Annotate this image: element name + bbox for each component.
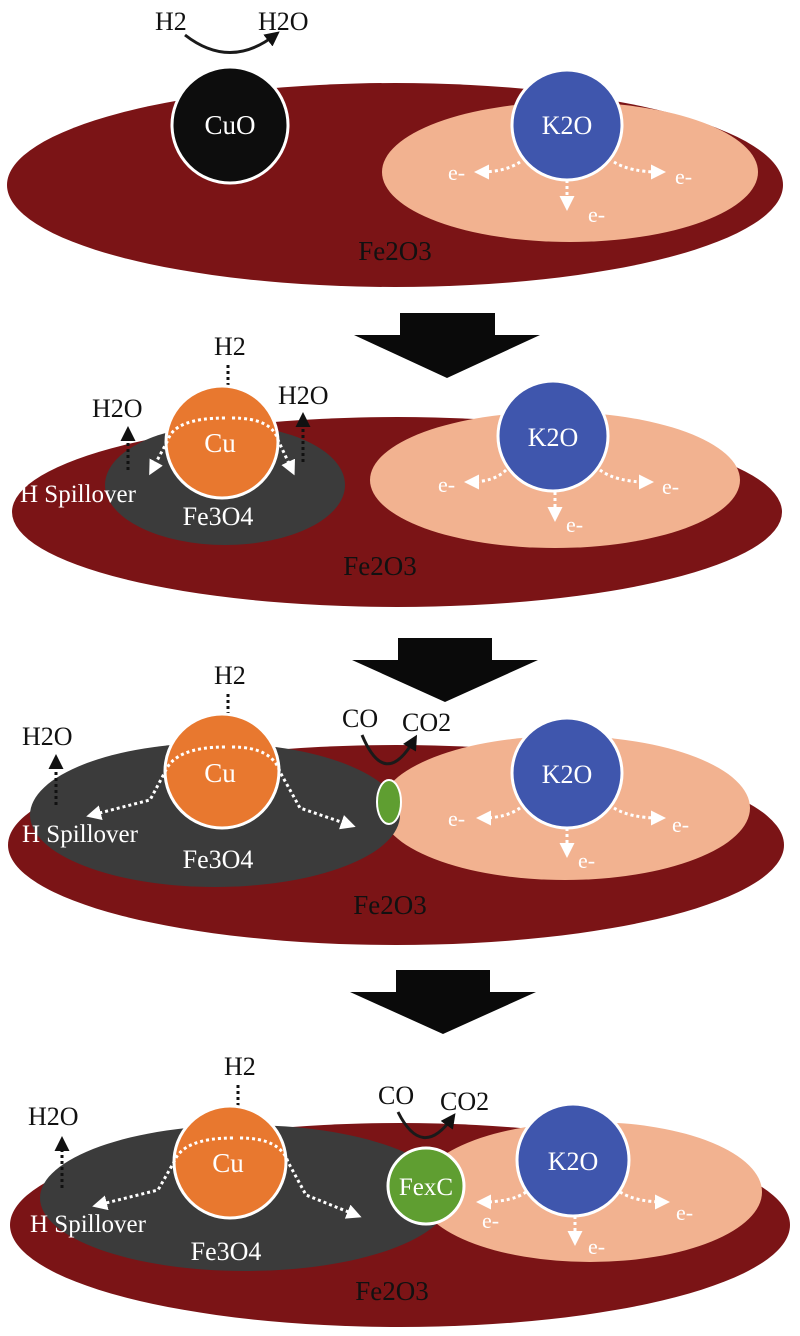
electron-label-right: e-: [676, 1200, 693, 1225]
hydrogen-path-left: [149, 416, 226, 476]
k2o-particle: [496, 379, 610, 493]
electron-label-right: e-: [675, 164, 692, 189]
k2o-particle: [515, 1102, 631, 1218]
electron-label-left: e-: [448, 160, 465, 185]
h2-label: H2: [155, 7, 187, 36]
h2o-left-label: H2O: [22, 722, 73, 751]
electron-label-left: e-: [482, 1208, 499, 1233]
h2-label: H2: [214, 332, 246, 361]
fe3o4-label: Fe3O4: [183, 845, 254, 874]
cuo-particle: [170, 65, 290, 185]
k2o-label: K2O: [548, 1147, 599, 1176]
k2o-label: K2O: [528, 423, 579, 452]
electron-arrow-left: [476, 806, 521, 826]
electron-label-right: e-: [672, 812, 689, 837]
fe3o4-label: Fe3O4: [183, 502, 254, 531]
electron-label-left: e-: [438, 472, 455, 497]
h-spillover-label: H Spillover: [22, 821, 139, 848]
hydrogen-path-left: [86, 745, 226, 821]
h2-label: H2: [224, 1052, 256, 1081]
k2o-label: K2O: [542, 760, 593, 789]
panel-3: H2 Cu H2O CO CO2 H Spillover Fe3O4 K2O e…: [8, 661, 784, 945]
electron-label-left: e-: [448, 806, 465, 831]
panel-1: H2 H2O CuO K2O e- e- e- Fe2O3: [7, 7, 783, 287]
fe2o3-label: Fe2O3: [343, 551, 417, 581]
h-spillover-label: H Spillover: [30, 1211, 147, 1238]
step-arrow-1: [354, 313, 540, 378]
h2o-left-label: H2O: [92, 394, 143, 423]
fe2o3-label: Fe2O3: [358, 236, 432, 266]
h2-to-h2o-arrow: [184, 31, 280, 54]
hydrogen-path-left: [92, 1136, 234, 1211]
co-label: CO: [378, 1081, 414, 1110]
h-spillover-label: H Spillover: [20, 481, 137, 508]
co2-label: CO2: [402, 708, 451, 737]
h2o-label: H2O: [258, 7, 309, 36]
cu-label: Cu: [204, 758, 236, 788]
step-arrow-2: [352, 638, 538, 702]
electron-arrow-right: [613, 806, 666, 826]
h2o-right-label: H2O: [278, 381, 329, 410]
panel-4: H2 Cu H2O CO CO2 FexC H Spillover Fe3O4 …: [10, 1052, 790, 1327]
co-to-co2-arrow: [360, 734, 418, 766]
panel-2: H2 Cu H2O H2O H Spillover Fe3O4 K2O e- e…: [12, 332, 782, 607]
electron-arrow-right: [619, 1190, 670, 1210]
co-label: CO: [342, 704, 378, 733]
electron-arrow-right: [613, 160, 666, 180]
hydrogen-path-right: [231, 416, 295, 476]
fexc-particle: [386, 1146, 466, 1226]
electron-label-down: e-: [588, 1234, 605, 1259]
step-arrow-3: [350, 970, 536, 1034]
fexc-label: FexC: [399, 1174, 453, 1201]
h2-label: H2: [214, 661, 246, 690]
electron-label-down: e-: [578, 848, 595, 873]
electron-label-down: e-: [566, 512, 583, 537]
electron-label-right: e-: [662, 474, 679, 499]
k2o-label: K2O: [542, 111, 593, 140]
co2-label: CO2: [440, 1087, 489, 1116]
fe2o3-label: Fe2O3: [355, 1276, 429, 1306]
cuo-label: CuO: [204, 110, 255, 140]
h2o-left-label: H2O: [28, 1102, 79, 1131]
electron-arrow-left: [464, 468, 508, 490]
co-to-co2-arrow: [396, 1111, 456, 1139]
electron-label-down: e-: [588, 202, 605, 227]
fe3o4-label: Fe3O4: [191, 1237, 262, 1266]
cu-label: Cu: [204, 428, 236, 458]
cu-label: Cu: [212, 1148, 244, 1178]
iron-carbide-nucleus: [376, 779, 402, 825]
electron-arrow-left: [474, 160, 521, 180]
fe2o3-label: Fe2O3: [353, 890, 427, 920]
electron-arrow-left: [476, 1190, 527, 1210]
